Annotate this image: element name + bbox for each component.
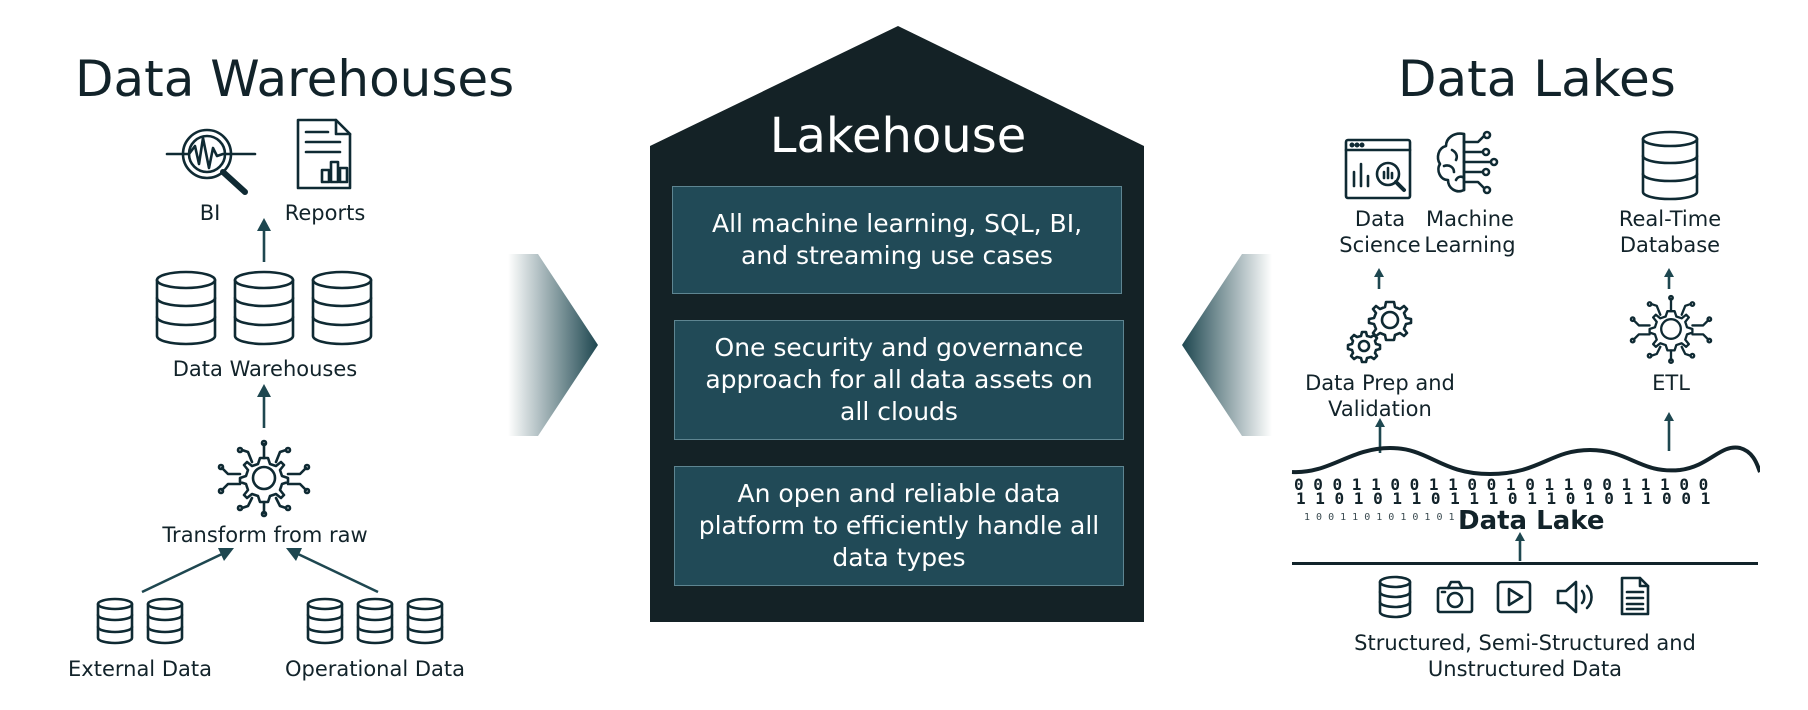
circuit-gear-icon bbox=[217, 439, 311, 518]
lakehouse-card-use-cases: All machine learning, SQL, BI, and strea… bbox=[672, 186, 1122, 294]
arrow-up-icon bbox=[257, 218, 271, 262]
data-warehouses-title: Data Warehouses bbox=[75, 50, 515, 108]
arrow-diagonal-icon bbox=[286, 548, 379, 594]
svg-text:0 0 0 1 1 0 0 1 1 0 0 1 0 1 1: 0 0 0 1 1 0 0 1 1 0 0 1 0 1 1 0 0 1 1 1 … bbox=[1294, 475, 1708, 494]
arrow-diagonal-icon bbox=[141, 548, 234, 594]
database-icon bbox=[233, 270, 295, 346]
data-prep-label: Data Prep and Validation bbox=[1305, 371, 1455, 421]
arrow-up-icon bbox=[1374, 268, 1384, 289]
etl-label: ETL bbox=[1652, 371, 1690, 395]
database-icon bbox=[356, 597, 394, 645]
transform-label: Transform from raw bbox=[162, 523, 368, 547]
reports-label: Reports bbox=[284, 201, 366, 225]
video-play-icon bbox=[1496, 580, 1532, 614]
real-time-database-label: Real-Time Database bbox=[1618, 207, 1722, 257]
data-science-label: Data Science bbox=[1339, 207, 1421, 257]
database-icon bbox=[155, 270, 217, 346]
database-icon bbox=[146, 597, 184, 645]
svg-text:1 0 0 1 1 0 1 0 1: 1 0 0 1 1 0 1 0 1 0 1 0 1 0 1 bbox=[1304, 512, 1479, 523]
arrow-up-icon bbox=[1664, 268, 1674, 289]
database-icon bbox=[406, 597, 444, 645]
arrow-up-icon bbox=[1515, 532, 1525, 561]
data-warehouses-label: Data Warehouses bbox=[172, 357, 358, 381]
audio-speaker-icon bbox=[1556, 580, 1593, 614]
brain-circuit-icon bbox=[1436, 130, 1499, 195]
lakehouse-title: Lakehouse bbox=[769, 108, 1027, 164]
chevron-right-connector bbox=[508, 254, 598, 436]
data-sources-label: Structured, Semi-Structured and Unstruct… bbox=[1354, 631, 1696, 681]
database-icon bbox=[1378, 575, 1412, 619]
camera-icon bbox=[1436, 580, 1474, 614]
database-icon bbox=[306, 597, 344, 645]
bi-label: BI bbox=[199, 201, 221, 225]
document-icon bbox=[1620, 576, 1650, 616]
arrow-up-icon bbox=[257, 384, 271, 428]
lakehouse-card-platform: An open and reliable data platform to ef… bbox=[674, 466, 1124, 586]
data-lakes-title: Data Lakes bbox=[1398, 50, 1676, 108]
lake-baseline-divider bbox=[1292, 562, 1758, 565]
bi-magnifier-icon bbox=[165, 128, 257, 195]
arrow-up-icon bbox=[1664, 412, 1674, 451]
database-icon bbox=[96, 597, 134, 645]
svg-text:1 1 0 1 0 1 1 0 1 1 1 0 1 1 0: 1 1 0 1 0 1 1 0 1 1 1 0 1 1 0 1 0 1 1 0 … bbox=[1296, 489, 1710, 508]
data-science-icon bbox=[1344, 138, 1412, 200]
operational-data-label: Operational Data bbox=[284, 657, 466, 681]
gears-icon bbox=[1346, 300, 1413, 364]
lakehouse-card-governance: One security and governance approach for… bbox=[674, 320, 1124, 440]
database-icon bbox=[311, 270, 373, 346]
external-data-label: External Data bbox=[68, 657, 212, 681]
database-icon bbox=[1641, 130, 1699, 201]
report-icon bbox=[296, 118, 352, 190]
machine-learning-label: Machine Learning bbox=[1424, 207, 1516, 257]
data-lake-label: Data Lake bbox=[1458, 506, 1605, 536]
chevron-left-connector bbox=[1182, 254, 1272, 436]
data-lake-wave: 0 0 0 1 1 0 0 1 1 0 0 1 0 1 1 0 0 1 1 1 … bbox=[1291, 445, 1760, 523]
circuit-gear-icon bbox=[1629, 294, 1713, 365]
